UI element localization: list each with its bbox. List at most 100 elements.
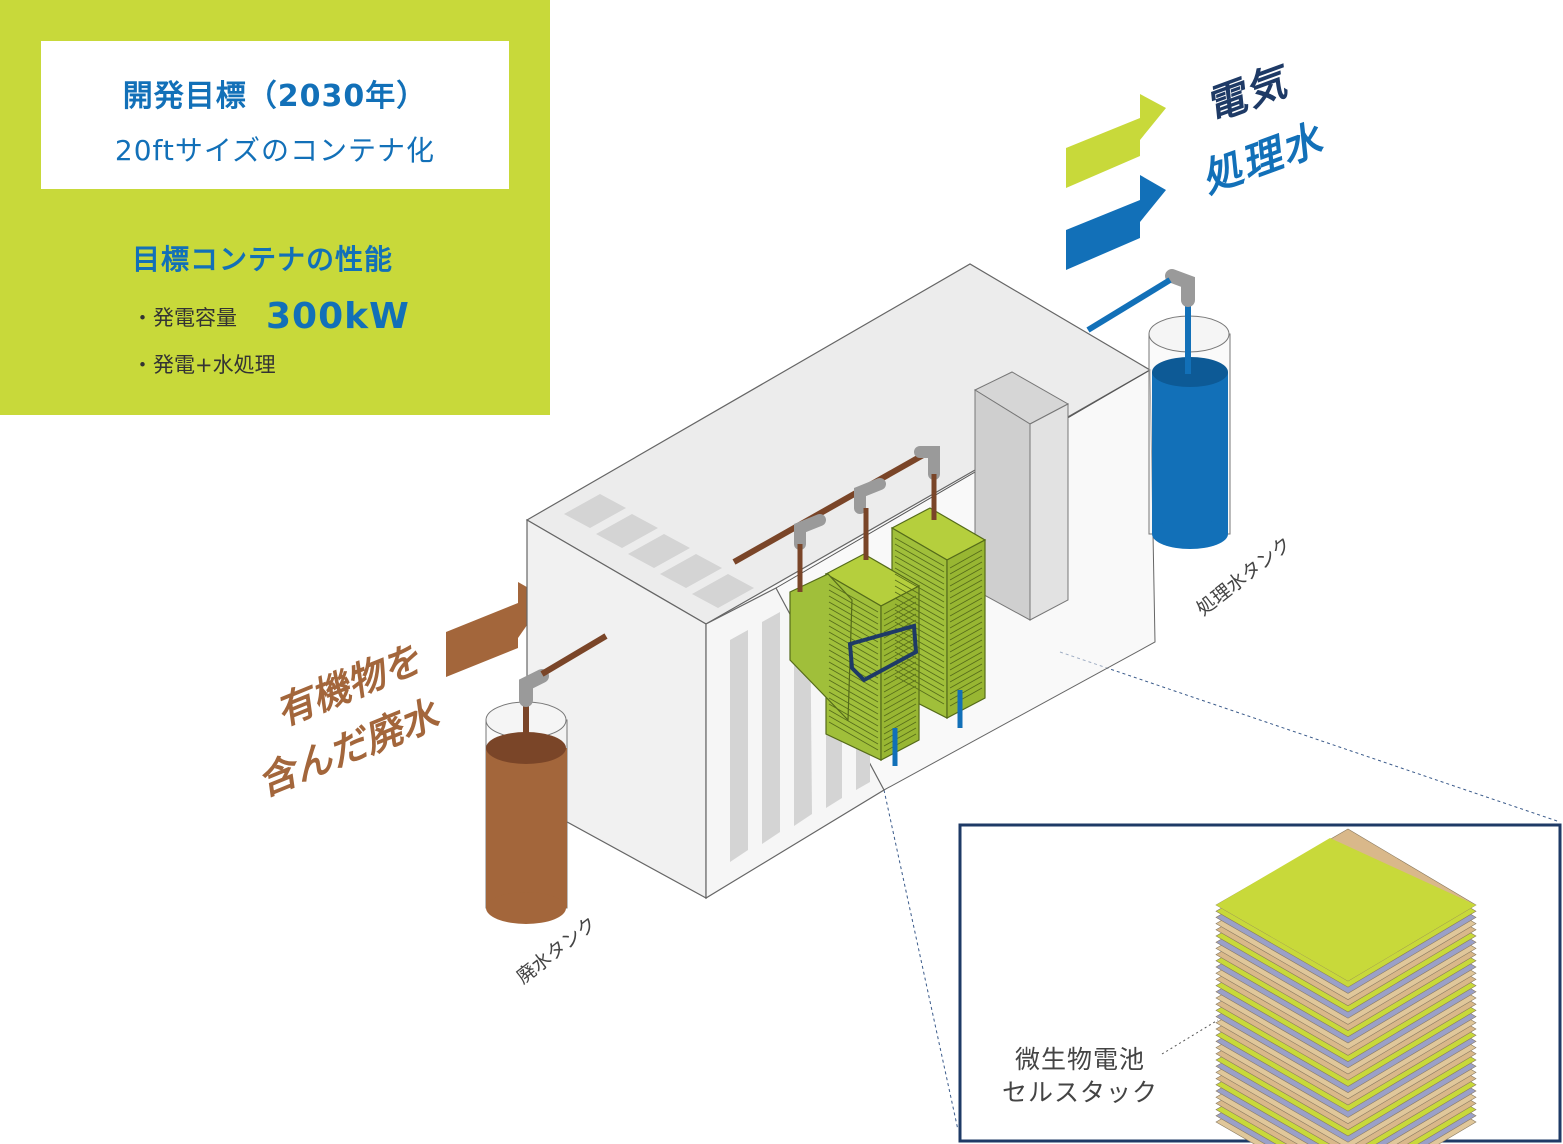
stack-plate-line [894, 591, 945, 621]
feed-pipe-main [732, 447, 934, 565]
stack-plate-line [949, 633, 983, 653]
stack-plate-line [894, 615, 945, 645]
goal-panel: 開発目標（2030年） 20ftサイズのコンテナ化 目標コンテナの性能 ・発電容… [0, 0, 550, 415]
stack-plate-line [828, 685, 879, 715]
stack-plate-line [828, 637, 879, 667]
stack-plate-line [894, 639, 945, 669]
stack-plate-line [894, 597, 945, 627]
stack-plate-line [828, 721, 879, 751]
stack-plate-line [949, 627, 983, 647]
stack-plate-line [828, 643, 879, 673]
stack-plate-line [894, 561, 945, 591]
stack-plate-line [894, 543, 945, 573]
stack-plate-line [883, 703, 917, 723]
stack-plate-line [949, 585, 983, 605]
stack-plate-line [883, 673, 917, 693]
stack-plate-line [894, 579, 945, 609]
stack-plate-line [894, 633, 945, 663]
stack-plate-line [894, 567, 945, 597]
stack-plate-line [883, 613, 917, 633]
stack-plate-line [949, 681, 983, 701]
stack-plate-line [883, 721, 917, 741]
goal-subtitle: 20ftサイズのコンテナ化 [114, 134, 436, 167]
treated-water-tank [1086, 269, 1231, 549]
stack-plate-line [894, 621, 945, 651]
performance-capacity-value: 300kW [266, 296, 410, 337]
stack-plate-line [828, 703, 879, 733]
goal-box: 開発目標（2030年） 20ftサイズのコンテナ化 [41, 41, 509, 189]
stack-plate-line [894, 663, 945, 693]
inset-leader-line [1161, 1019, 1219, 1055]
waste-water-arrow [446, 582, 546, 677]
stack-plate-line [894, 555, 945, 585]
stack-plate-line [949, 687, 983, 707]
stack-plate-line [949, 675, 983, 695]
stack-plate-line [949, 597, 983, 617]
waste-water-tank [485, 633, 608, 924]
stack-plate-line [949, 549, 983, 569]
stack-plate-line [883, 661, 917, 681]
stack-plate-line [949, 573, 983, 593]
stack-plate-line [949, 579, 983, 599]
cell-stack-top [1216, 838, 1476, 981]
stack-plate-line [828, 673, 879, 703]
feed-pipe-joints [794, 446, 940, 592]
stack-plate-line [883, 667, 917, 687]
stack-plate-line [828, 625, 879, 655]
stack-plate-line [894, 585, 945, 615]
electricity-arrow [1066, 94, 1166, 188]
stack-plate-line [949, 615, 983, 635]
top-vents [564, 494, 754, 608]
stack-plate-line [883, 631, 917, 651]
stack-plate-line [949, 555, 983, 575]
stack-plate-line [894, 627, 945, 657]
control-unit [973, 371, 1070, 621]
stack-plate-line [883, 691, 917, 711]
stack-plate-line [894, 603, 945, 633]
stack-plate-line [894, 609, 945, 639]
stack-plate-line [828, 619, 879, 649]
stack-plate-line [894, 669, 945, 699]
stack-plate-line [828, 583, 879, 613]
stack-plate-line [894, 657, 945, 687]
stack-plate-line [894, 675, 945, 705]
stack-plate-line [894, 537, 945, 567]
stack-highlight-frame [847, 623, 919, 683]
stack-plate-line [949, 603, 983, 623]
stack-plate-line [883, 595, 917, 615]
stack-plate-line [828, 679, 879, 709]
treated-water-arrow [1066, 175, 1166, 270]
stack-plate-line [828, 607, 879, 637]
stack-plate-line [828, 715, 879, 745]
stack-plate-line [883, 655, 917, 675]
performance-title: 目標コンテナの性能 [132, 243, 394, 276]
stack-plate-line [949, 657, 983, 677]
performance-item-function: ・発電+水処理 [132, 353, 276, 377]
stack-plate-line [949, 639, 983, 659]
stack-plate-line [883, 685, 917, 705]
stack-plate-line [949, 669, 983, 689]
stack-plate-line [894, 573, 945, 603]
stack-plate-line [883, 643, 917, 663]
stack-plate-line [828, 601, 879, 631]
stack-plate-line [828, 589, 879, 619]
stack-plate-line [894, 549, 945, 579]
inset-label-line-2: セルスタック [1001, 1078, 1158, 1107]
stack-plate-line [828, 661, 879, 691]
performance-item-capacity: ・発電容量 [132, 306, 237, 330]
guide-line-top [1059, 651, 1561, 823]
stack-plate-line [883, 601, 917, 621]
guide-line-bottom [883, 789, 959, 1131]
cell-stack-illustration [1215, 828, 1477, 1144]
goal-title: 開発目標（2030年） [122, 79, 428, 114]
stack-plate-line [949, 567, 983, 587]
stack-plate-line [828, 667, 879, 697]
stack-plate-line [883, 709, 917, 729]
stack-plate-line [828, 691, 879, 721]
stack-plate-line [828, 709, 879, 739]
stack-plate-line [949, 609, 983, 629]
stack-lines [828, 537, 983, 753]
stack-plate-line [949, 621, 983, 641]
stack-plate-line [883, 733, 917, 753]
